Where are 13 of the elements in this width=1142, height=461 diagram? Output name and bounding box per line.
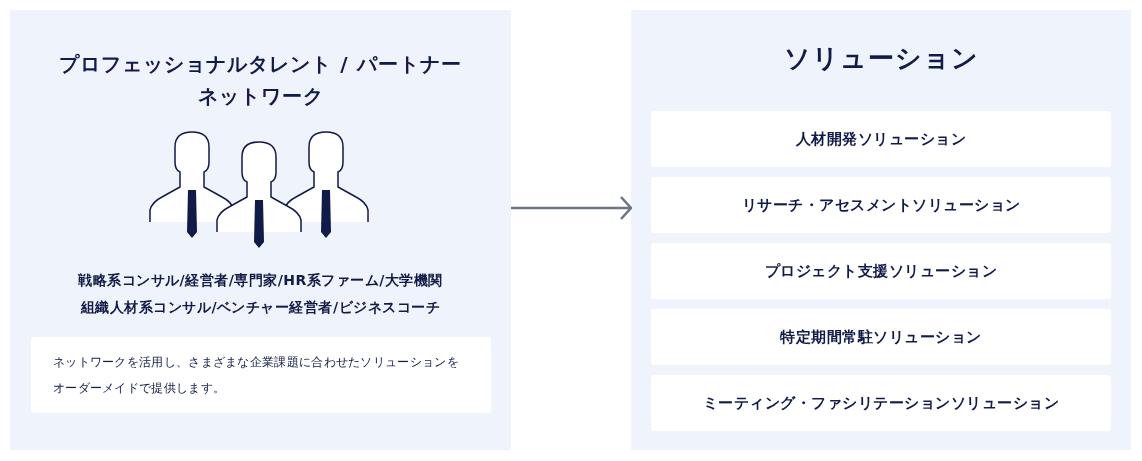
solution-label: ミーティング・ファシリテーションソリューション [702,393,1060,413]
member-list-text: 戦略系コンサル/経営者/専門家/HR系ファーム/大学機関 [77,272,444,290]
panel-background [10,10,511,450]
panel-title: プロフェッショナルタレント / パートナーネットワーク [58,51,463,110]
description-text: ネットワークを活用し、さまざまな企業課題に合わせたソリューションをオーダーメイドで提供します。 [53,354,460,397]
arrow [511,195,633,221]
panel-title: ソリューション [782,42,980,75]
solution-label: 特定期間常駐ソリューション [780,327,982,347]
member-list-text: 組織人材系コンサル/ベンチャー経営者/ビジネスコーチ [79,299,442,317]
panel-background [631,10,1131,450]
solution-label: プロジェクト支援ソリューション [764,261,998,281]
solution-label: 人材開発ソリューション [795,129,967,149]
solution-label: リサーチ・アセスメントソリューション [741,195,1021,215]
